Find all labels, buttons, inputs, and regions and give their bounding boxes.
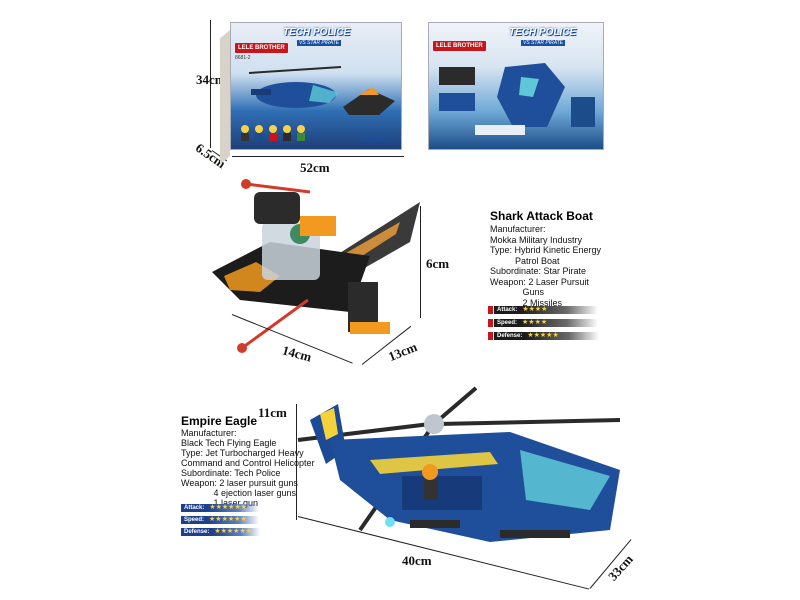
- eagle-defense-stat: Defense: ★★★★★★: [181, 528, 261, 536]
- stat-label: Speed:: [181, 516, 208, 524]
- eagle-spec-line: Type: Jet Turbocharged Heavy: [181, 448, 304, 458]
- eagle-spec-line: Subordinate: Tech Police: [181, 468, 281, 478]
- shark-spec-line: Subordinate: Star Pirate: [490, 266, 587, 276]
- shark-spec-line: Mokka Military Industry: [490, 234, 583, 245]
- stat-stars: ★★★★★★: [209, 516, 247, 523]
- missile-top: [245, 182, 311, 194]
- stat-stars: ★★★★: [522, 319, 548, 326]
- box-width-label: 52cm: [300, 160, 330, 175]
- stat-stars: ★★★★★★: [209, 504, 247, 511]
- eagle-spec-line: Command and Control Helicopter: [181, 458, 315, 468]
- stat-label: Defense:: [494, 332, 526, 340]
- back-brand-badge: LELE BROTHER: [433, 41, 486, 51]
- box-side: [220, 30, 230, 165]
- eagle-attack-stat: Attack: ★★★★★★: [181, 504, 260, 512]
- heli-length-label: 40cm: [402, 553, 432, 568]
- stat-label: Speed:: [494, 319, 521, 327]
- box-code: 8681-2: [235, 55, 251, 61]
- brand-badge: LELE BROTHER: [235, 43, 288, 53]
- eagle-spec-line: 1 laser gun: [181, 498, 259, 508]
- eagle-title: Empire Eagle: [181, 414, 258, 428]
- helicopter-canopy: [520, 450, 610, 510]
- shark-title: Shark Attack Boat: [490, 209, 593, 223]
- box-back-image: LELE BROTHER TECH POLICE VS STAR PIRATE: [428, 22, 604, 150]
- boat-box-art: [343, 87, 395, 115]
- back-box-subtitle: VS STAR PIRATE: [521, 40, 566, 46]
- helicopter-box-art: [248, 66, 342, 108]
- empire-eagle-helicopter-image: [297, 386, 621, 542]
- back-box-title: TECH POLICE: [509, 27, 577, 38]
- stat-stars: ★★★★: [522, 306, 548, 313]
- boat-height-label: 6cm: [426, 256, 450, 271]
- eagle-speed-stat: Speed: ★★★★★★: [181, 516, 260, 524]
- boat-height-line: [420, 206, 421, 318]
- shark-attack-boat-image: [212, 179, 420, 353]
- box-title: TECH POLICE: [283, 27, 351, 38]
- stat-label: Attack:: [494, 306, 521, 314]
- box-subtitle: VS STAR PIRATE: [297, 40, 342, 46]
- rotor-hub: [424, 414, 444, 434]
- shark-spec-line: Guns: [490, 287, 545, 297]
- box-height-line: [210, 20, 211, 148]
- heli-height-label: 11cm: [258, 405, 287, 420]
- box-front-image: LELE BROTHER 8681-2 TECH POLICE VS STAR …: [230, 22, 402, 150]
- robot-box-art: [439, 63, 595, 135]
- shark-spec-line: Patrol Boat: [490, 255, 560, 266]
- eagle-spec-line: Weapon: 2 laser pursuit guns: [181, 478, 298, 488]
- rotor-blade: [437, 418, 621, 426]
- stat-stars: ★★★★★: [527, 332, 559, 339]
- shark-spec-line: 2 Missiles: [490, 297, 563, 308]
- box-width-line: [232, 156, 404, 157]
- shark-attack-stat: Attack: ★★★★: [488, 306, 599, 314]
- shark-speed-stat: Speed: ★★★★: [488, 319, 599, 327]
- stat-label: Defense:: [181, 528, 213, 536]
- eagle-spec-line: 4 ejection laser guns: [181, 488, 297, 498]
- heli-height-line: [296, 404, 297, 520]
- eagle-spec-line: Black Tech Flying Eagle: [181, 438, 277, 448]
- eagle-spec-line: Manufacturer:: [181, 428, 237, 438]
- shark-spec-line: Weapon: 2 Laser Pursuit: [490, 276, 589, 287]
- box-product-name: Empire Eagle: [359, 137, 391, 143]
- stat-label: Attack:: [181, 504, 208, 512]
- shark-spec-line: Manufacturer:: [490, 224, 546, 234]
- shark-defense-stat: Defense: ★★★★★: [488, 332, 600, 340]
- box-height-label: 34cm: [196, 72, 226, 87]
- stat-stars: ★★★★★★: [214, 528, 252, 535]
- minifigs-strip: [241, 125, 305, 141]
- shark-spec-line: Type: Hybrid Kinetic Energy: [490, 245, 602, 255]
